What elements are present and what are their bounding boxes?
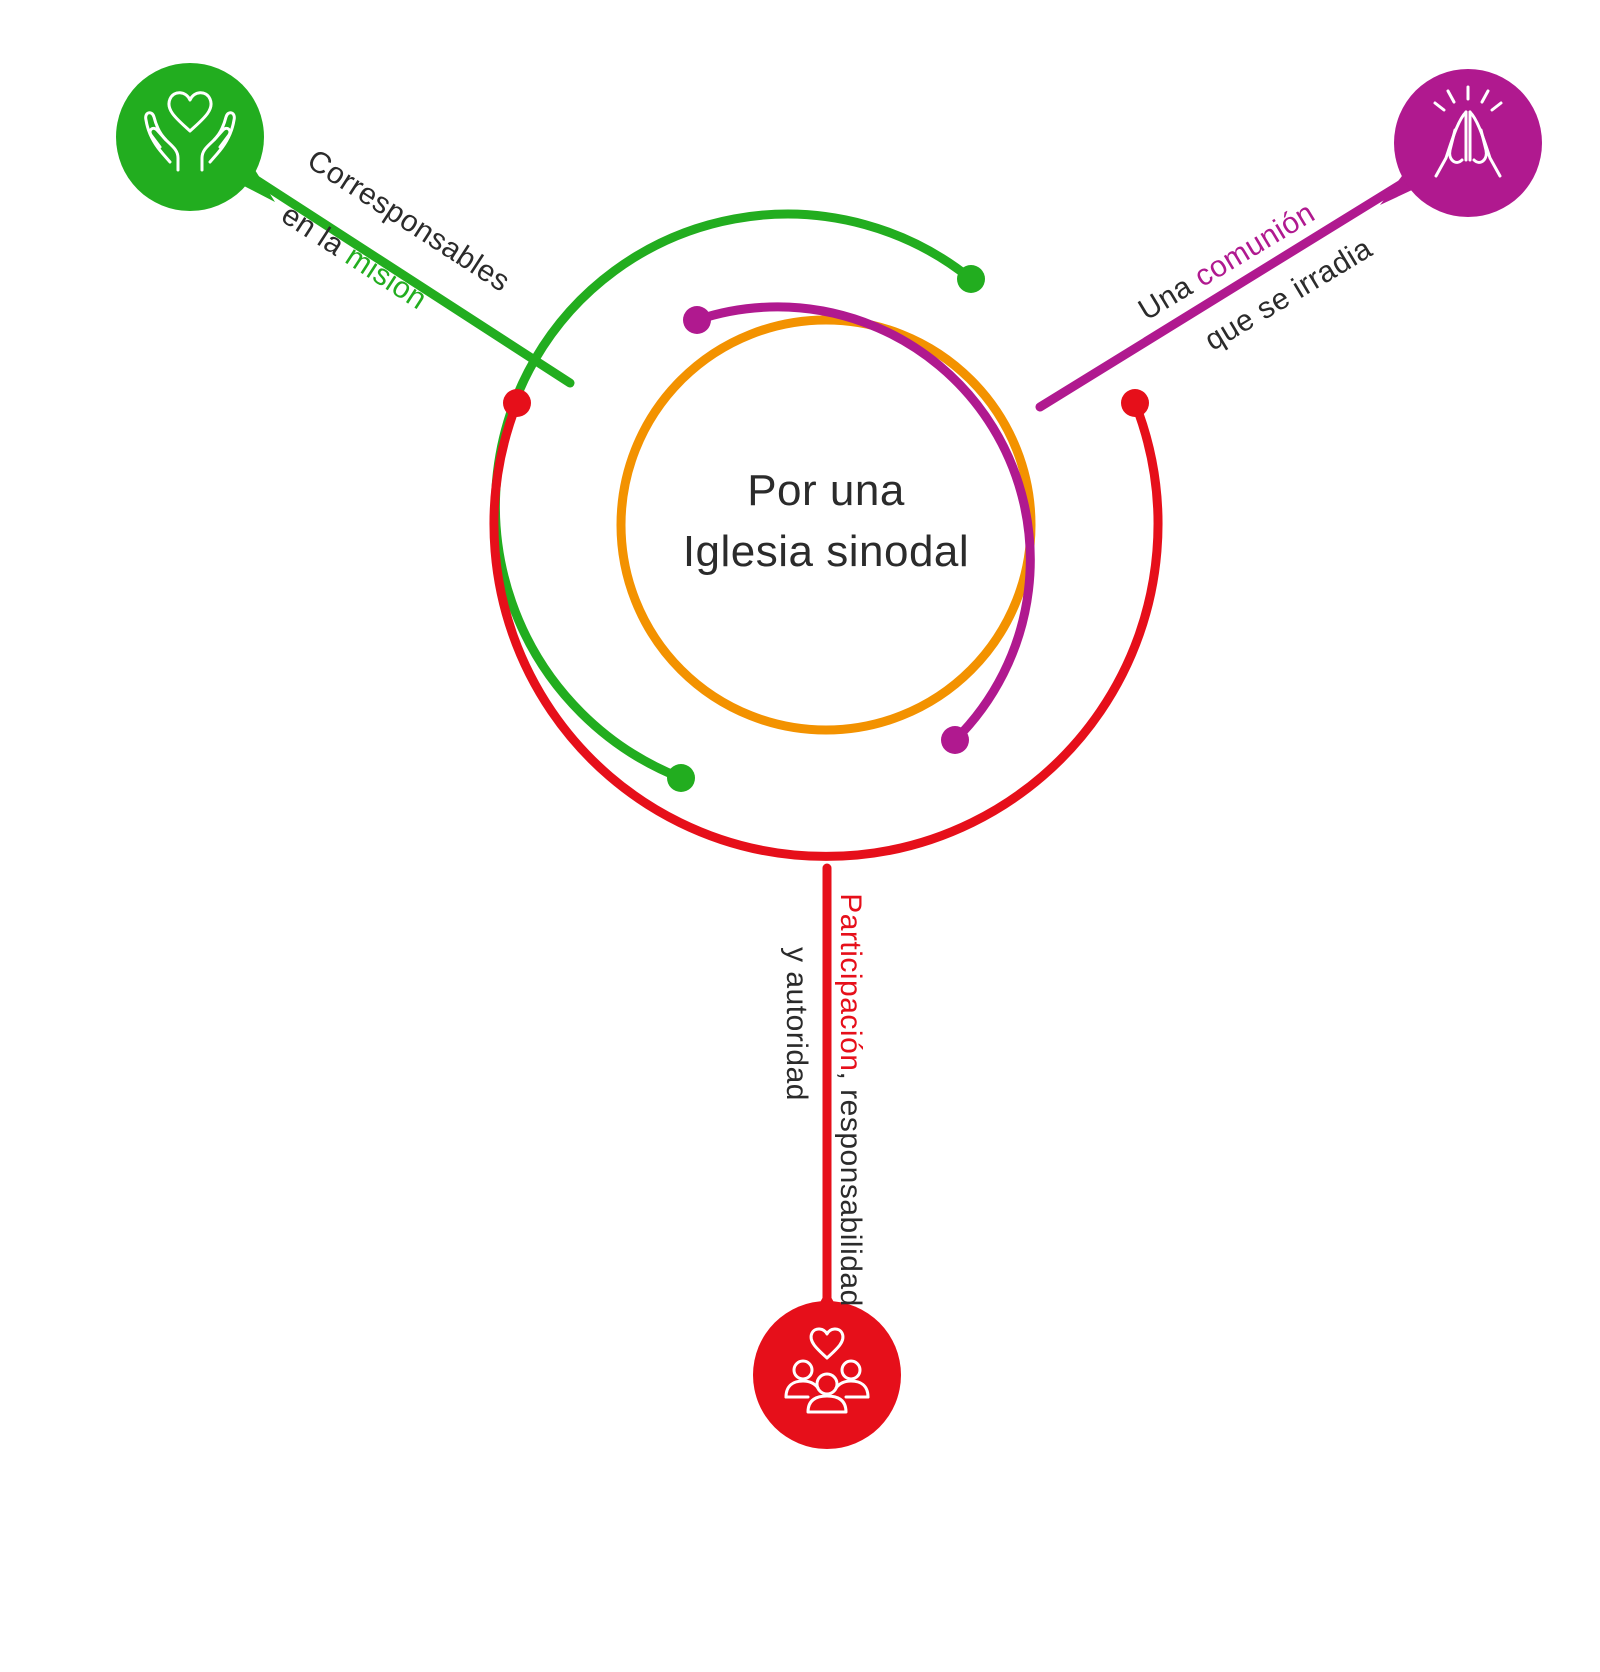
magenta-arc bbox=[692, 302, 1035, 745]
magenta-arc-end-bottom bbox=[941, 726, 969, 754]
participacion-label-line2: y autoridad bbox=[780, 947, 813, 1101]
mision-node bbox=[116, 63, 275, 211]
participacion-label-highlight: Participación bbox=[834, 893, 867, 1071]
orange-inner-ring bbox=[616, 315, 1036, 735]
center-title-line2: Iglesia sinodal bbox=[683, 527, 969, 576]
comunion-node bbox=[1380, 69, 1542, 217]
comunion-label: Una comunión que se irradia bbox=[1133, 196, 1378, 357]
participacion-node bbox=[753, 1290, 901, 1449]
mision-label-highlight: misión bbox=[340, 240, 433, 317]
magenta-arc-end-top bbox=[683, 306, 711, 334]
participacion-label-suffix: , responsabilidad bbox=[834, 1071, 867, 1306]
center-title-line1: Por una bbox=[747, 466, 905, 515]
green-arc-end-top bbox=[957, 265, 985, 293]
green-arc bbox=[490, 209, 976, 783]
praying-hands-icon bbox=[1433, 85, 1503, 178]
participacion-label-line1: Participación, responsabilidad bbox=[834, 893, 867, 1307]
heart-hands-icon bbox=[144, 91, 236, 172]
mision-label: Corresponsables en la misión bbox=[276, 143, 516, 317]
community-heart-icon bbox=[784, 1327, 870, 1414]
red-arc-end-right bbox=[1121, 389, 1149, 417]
participacion-label: Participación, responsabilidad y autorid… bbox=[780, 893, 867, 1307]
red-arc-end-left bbox=[503, 389, 531, 417]
red-arc bbox=[489, 398, 1163, 861]
green-arc-end-bottom bbox=[667, 764, 695, 792]
